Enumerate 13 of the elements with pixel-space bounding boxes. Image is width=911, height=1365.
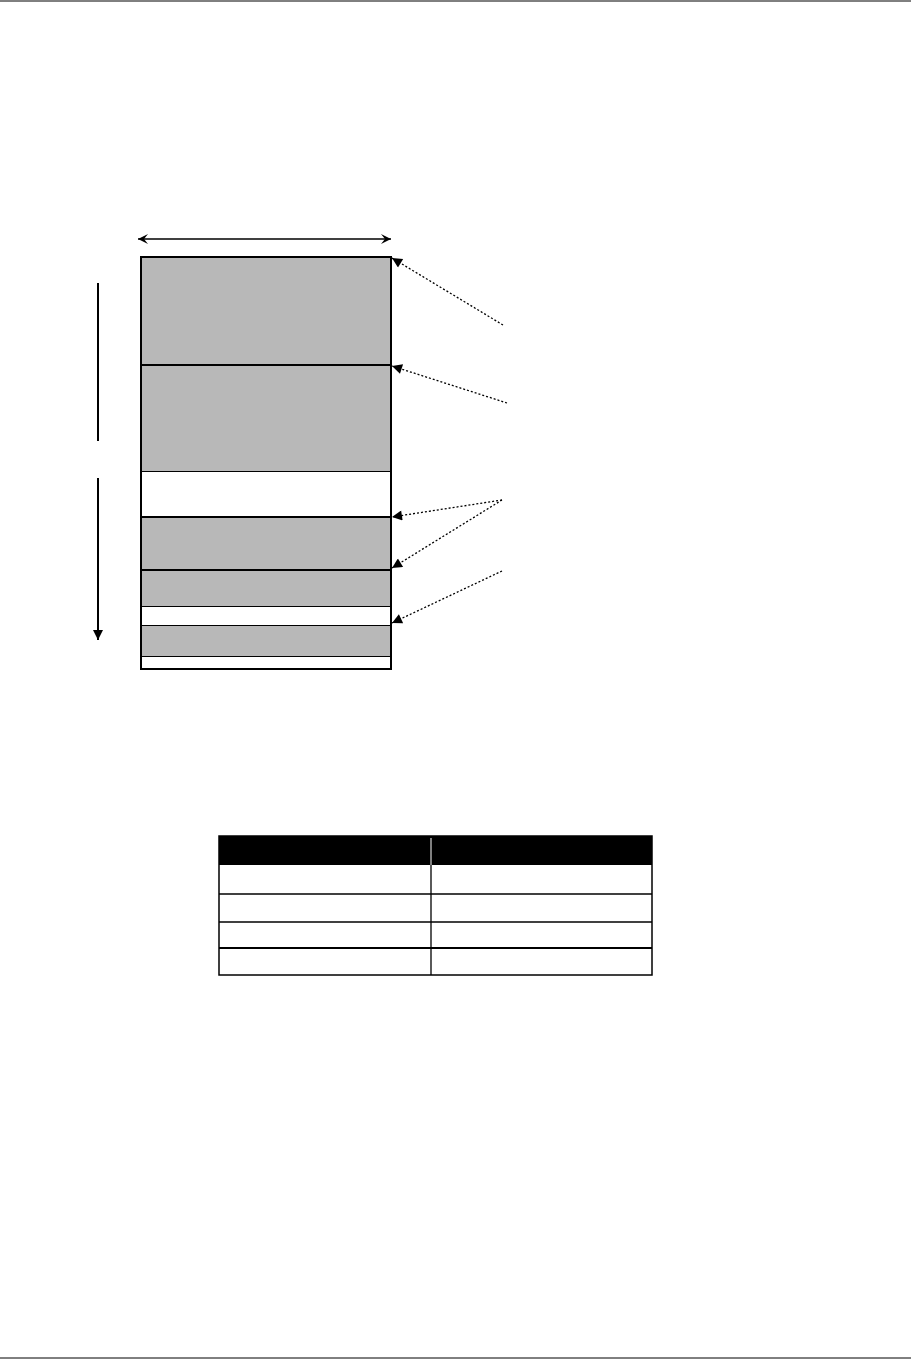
leader-line [391, 364, 508, 404]
layer-band [140, 256, 392, 364]
leader-line [391, 570, 503, 624]
leader-line [391, 499, 503, 569]
leader-line [391, 257, 504, 326]
layer-band [140, 516, 392, 569]
layer-band [140, 656, 392, 670]
layer-band [140, 471, 392, 516]
layer-band [140, 606, 392, 625]
layer-band [140, 569, 392, 606]
layer-band [140, 364, 392, 471]
layer-band [140, 625, 392, 656]
leader-line [391, 499, 503, 521]
